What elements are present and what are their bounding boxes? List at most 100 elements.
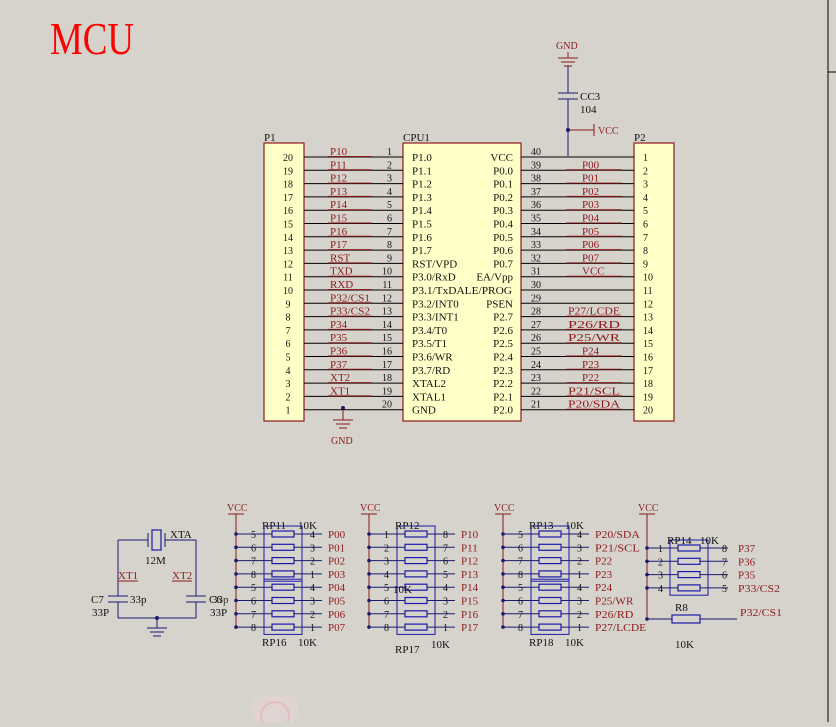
rp-net-label: P21/SCL [595, 542, 640, 554]
rp-pin-number-right: 4 [443, 583, 448, 594]
rp-pin-number-right: 1 [577, 570, 582, 581]
cpu-pin-number-right: 38 [531, 174, 541, 185]
p1-net-label: XT2 [330, 372, 350, 384]
header-p1: P1 [263, 132, 305, 422]
cpu-pin-name-left: P1.3 [412, 192, 432, 204]
rp-pin-number-left: 6 [384, 597, 389, 608]
rp-pin-number-left: 5 [518, 583, 523, 594]
p2-net-label: P02 [582, 186, 599, 198]
p2-pin-number: 8 [643, 246, 648, 257]
cpu-pin-number-right: 36 [531, 200, 541, 211]
cpu-pin-name-left: P1.4 [412, 205, 432, 217]
rp-pin-number-left: 1 [384, 530, 389, 541]
rp-pin-number-left: 5 [384, 583, 389, 594]
rp-pin-number-left: 6 [251, 597, 256, 608]
rp-pin-number-right: 8 [443, 530, 448, 541]
rp-pin-number-right: 3 [577, 543, 582, 554]
p1-net-label: P34 [330, 319, 348, 331]
cpu-pin-name-right: P2.6 [493, 325, 513, 337]
rp-net-label: P20/SDA [595, 529, 640, 541]
rp-pin-number-right: 1 [443, 623, 448, 634]
cpu-pin-name-right: P2.0 [493, 405, 513, 417]
rp-pin-number-left: 8 [251, 623, 256, 634]
p2-pin-number: 4 [643, 193, 648, 204]
rp-net-label: P14 [461, 582, 479, 594]
cpu-pin-name-left: P1.0 [412, 152, 432, 164]
p2-net-label: P00 [582, 159, 600, 171]
cpu-pin-name-right: P2.4 [493, 352, 513, 364]
p2-pin-number: 1 [643, 153, 648, 164]
rp-value: 10K [700, 535, 719, 547]
cpu-pin-name-left: P3.1/TxDALE/PROG [412, 285, 512, 297]
p1-pin-number: 7 [286, 326, 291, 337]
r8-ref: R8 [675, 602, 688, 614]
cpu-pin-name-left: P1.7 [412, 245, 432, 257]
p2-net-label: P24 [582, 346, 600, 358]
rp-resistor [271, 583, 295, 591]
rp-pin-number-left: 8 [251, 570, 256, 581]
r8-resistor [671, 614, 701, 624]
cpu-pin-name-left: P3.0/RxD [412, 272, 456, 284]
rp-value-bottom: 10K [298, 637, 317, 649]
rp-pin-number-left: 2 [658, 557, 663, 568]
rp-pin-number-right: 3 [310, 543, 315, 554]
cpu-pin-number-left: 5 [387, 200, 392, 211]
rp-net-label: P03 [328, 569, 346, 581]
rp-pin-number-right: 6 [443, 557, 448, 568]
c7-ref: C7 [91, 594, 104, 606]
rp-net-label: P01 [328, 542, 345, 554]
p1-net-label: P37 [330, 359, 348, 371]
p1-pin-number: 17 [283, 193, 293, 204]
cpu-pin-number-right: 39 [531, 160, 541, 171]
cpu-pin-number-left: 15 [382, 333, 392, 344]
rp-package [396, 525, 436, 635]
rp-resistor [677, 557, 701, 565]
cpu-pin-number-left: 8 [387, 240, 392, 251]
rp-pin-number-right: 8 [722, 544, 727, 555]
cpu-pin-name-right: P2.5 [493, 338, 513, 350]
cpu-pin-name-left: P1.2 [412, 179, 432, 191]
rp-resistor [404, 570, 428, 578]
p2-net-label: P20/SDA [568, 399, 620, 411]
cpu-pin-number-left: 4 [387, 187, 392, 198]
rp-vcc-label: VCC [227, 503, 248, 514]
p2-pin-number: 15 [643, 339, 653, 350]
p1-pin-number: 20 [283, 153, 293, 164]
rp-package-top [530, 525, 570, 582]
cpu-body [402, 142, 522, 422]
rp-resistor [404, 543, 428, 551]
p2-pin-number: 18 [643, 379, 653, 390]
rp-net-label: P15 [461, 596, 479, 608]
p1-net-label: P11 [330, 159, 347, 171]
cpu-pin-name-left: P3.6/WR [412, 352, 453, 364]
cpu-pin-number-right: 37 [531, 187, 541, 198]
rp-pin-number-right: 5 [722, 584, 727, 595]
cc3-ref: CC3 [580, 91, 601, 103]
rp-net-label: P06 [328, 609, 346, 621]
c6-ref: C6 [209, 594, 222, 606]
rp-vcc-label: VCC [494, 503, 515, 514]
p2-pin-number: 2 [643, 166, 648, 177]
rp-vcc-label: VCC [360, 503, 381, 514]
rp-resistor [538, 596, 562, 605]
rp-pin-number-right: 2 [577, 557, 582, 568]
p1-net-label: TXD [330, 266, 353, 278]
cpu-pin-number-left: 14 [382, 320, 392, 331]
p1-pin-number: 14 [283, 233, 293, 244]
rp-net-label: P27/LCDE [595, 622, 646, 634]
xt1-label: XT1 [118, 570, 138, 582]
rp-net-label: P36 [738, 556, 756, 568]
p1-net-label: P35 [330, 332, 348, 344]
p2-net-label: P07 [582, 252, 600, 264]
rp-pin-number-left: 8 [518, 623, 523, 634]
rp-pin-number-right: 1 [310, 570, 315, 581]
p1-net-label: P10 [330, 146, 348, 158]
c7-value-2: 33P [92, 607, 109, 619]
rp-ref-bottom: RP16 [262, 637, 287, 649]
cpu-pin-number-left: 3 [387, 174, 392, 185]
cpu-pin-number-left: 16 [382, 347, 392, 358]
cpu-pin-number-right: 24 [531, 360, 541, 371]
c6-value-2: 33P [210, 607, 227, 619]
